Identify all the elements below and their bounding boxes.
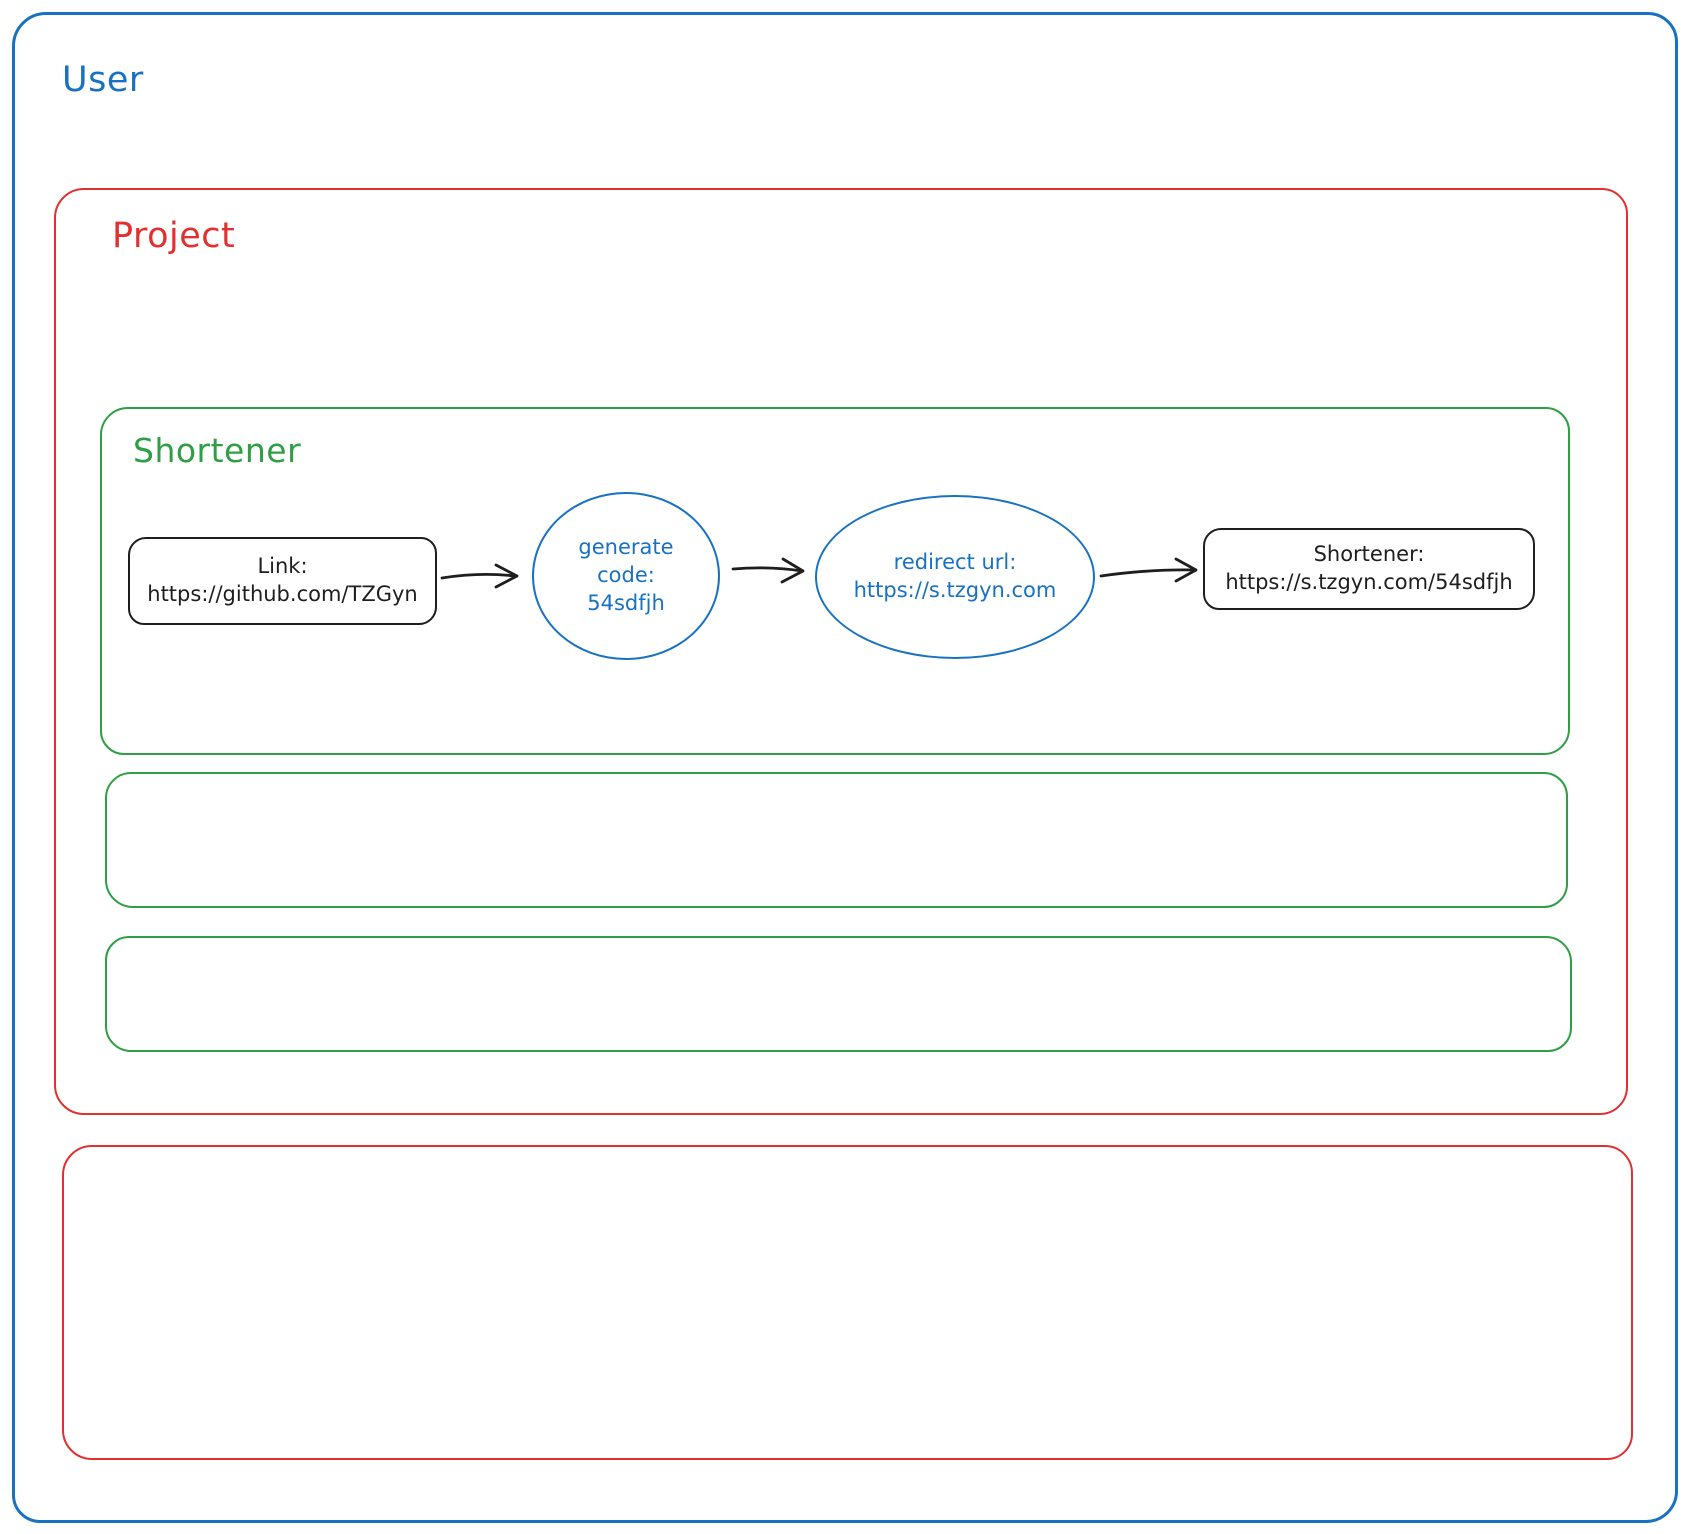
- project-label: Project: [112, 216, 236, 256]
- redirect-node-title: redirect url:: [893, 550, 1017, 575]
- generate-node-line2: code:: [597, 563, 655, 588]
- empty-red-box: [62, 1145, 1633, 1460]
- shortener-result-node: Shortener: https://s.tzgyn.com/54sdfjh: [1203, 528, 1535, 610]
- redirect-node-url: https://s.tzgyn.com: [853, 578, 1057, 602]
- generate-node-line1: generate: [578, 535, 674, 560]
- user-container-box: [12, 12, 1678, 1523]
- generate-node-code: 54sdfjh: [587, 590, 665, 615]
- result-node-url: https://s.tzgyn.com/54sdfjh: [1225, 570, 1513, 594]
- shortener-label: Shortener: [133, 431, 302, 470]
- result-node-title: Shortener:: [1313, 542, 1425, 567]
- generate-code-node: generate code: 54sdfjh: [532, 492, 720, 660]
- link-node-title: Link:: [257, 554, 308, 579]
- redirect-url-node: redirect url: https://s.tzgyn.com: [815, 495, 1095, 659]
- link-node: Link: https://github.com/TZGyn: [128, 537, 437, 625]
- user-label: User: [62, 60, 144, 100]
- shortener-container-box: [100, 407, 1570, 755]
- empty-green-row-2: [105, 936, 1572, 1052]
- empty-green-row-1: [105, 772, 1568, 908]
- link-node-url: https://github.com/TZGyn: [147, 582, 418, 606]
- project-container-box: [54, 188, 1628, 1115]
